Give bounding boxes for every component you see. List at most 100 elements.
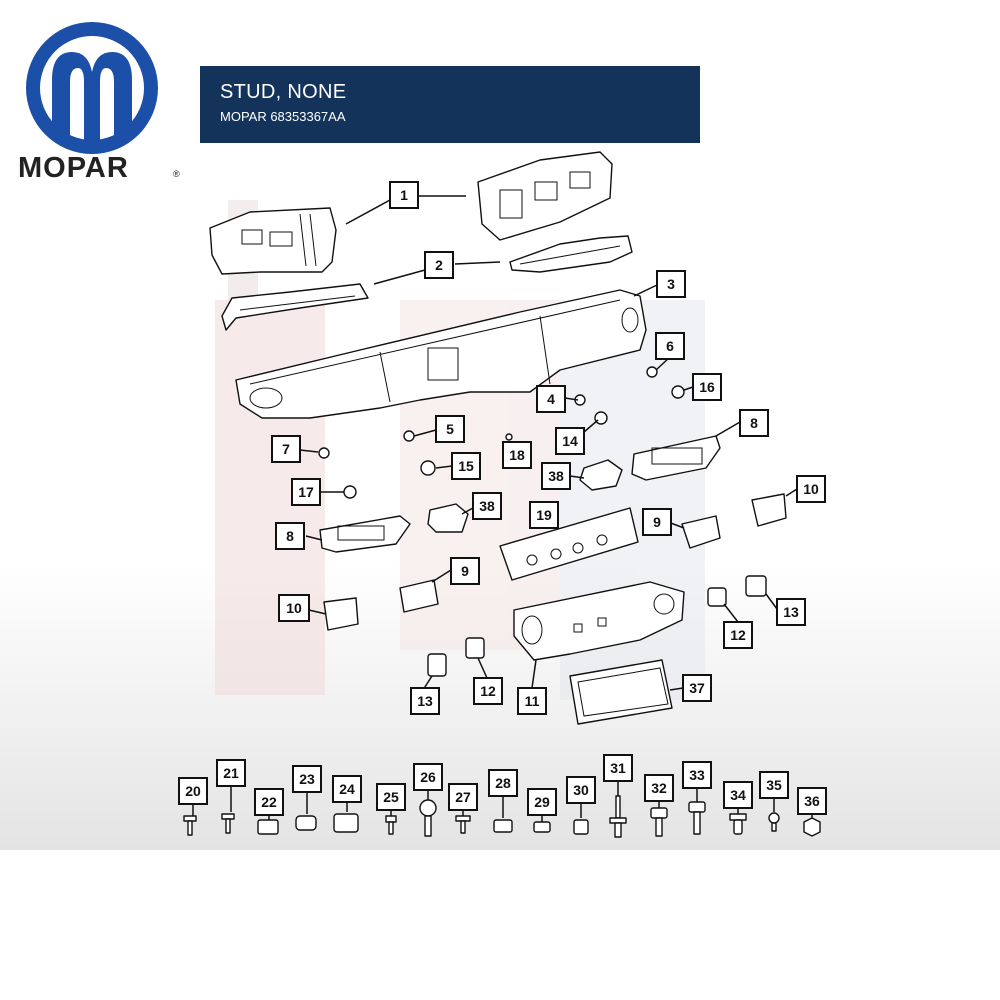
fastener-36: 36	[797, 787, 827, 837]
callout-38-lower: 38	[472, 492, 502, 520]
svg-text:19: 19	[536, 507, 552, 523]
fastener-33: 33	[682, 761, 712, 835]
svg-text:25: 25	[383, 789, 399, 805]
svg-text:16: 16	[699, 379, 715, 395]
callout-16: 16	[692, 373, 722, 401]
callout-12-right: 12	[723, 621, 753, 649]
callout-6: 6	[655, 332, 685, 360]
part-reinforcement-right	[477, 151, 613, 241]
part-bracket-12-left	[465, 637, 485, 659]
part-header: STUD, NONE MOPAR 68353367AA	[200, 66, 700, 143]
callout-37: 37	[682, 674, 712, 702]
svg-text:6: 6	[666, 338, 674, 354]
fastener-26: 26	[413, 763, 443, 837]
fastener-32: 32	[644, 774, 674, 837]
part-lower-valance	[513, 581, 685, 661]
svg-text:29: 29	[534, 794, 550, 810]
svg-text:4: 4	[547, 391, 555, 407]
svg-text:5: 5	[446, 421, 454, 437]
callout-10-left: 10	[278, 594, 310, 622]
callout-9-left: 9	[450, 557, 480, 585]
fastener-30: 30	[566, 776, 596, 835]
svg-text:3: 3	[667, 276, 675, 292]
part-number: MOPAR 68353367AA	[220, 109, 346, 124]
callout-1: 1	[389, 181, 419, 209]
callout-8-upper: 8	[739, 409, 769, 437]
part-bracket-13-right	[745, 575, 767, 597]
svg-text:34: 34	[730, 787, 746, 803]
svg-text:28: 28	[495, 775, 511, 791]
svg-text:11: 11	[525, 693, 540, 709]
svg-text:30: 30	[573, 782, 589, 798]
svg-text:38: 38	[479, 498, 495, 514]
svg-text:27: 27	[455, 789, 471, 805]
fastener-27: 27	[448, 783, 478, 834]
callout-7: 7	[271, 435, 301, 463]
svg-text:14: 14	[562, 433, 578, 449]
svg-text:35: 35	[766, 777, 782, 793]
svg-text:15: 15	[458, 458, 474, 474]
part-bracket-13-left	[427, 653, 447, 677]
svg-text:®: ®	[173, 169, 180, 179]
callout-5: 5	[435, 415, 465, 443]
mopar-logo: MOPAR ®	[10, 22, 190, 184]
part-sensor-cover-lower	[427, 503, 469, 533]
part-housing-left-10	[323, 597, 359, 631]
fastener-34: 34	[723, 781, 753, 835]
svg-text:9: 9	[461, 563, 469, 579]
svg-text:37: 37	[689, 680, 705, 696]
fastener-22: 22	[254, 788, 284, 835]
part-step-pad-right	[509, 235, 633, 273]
callout-14: 14	[555, 427, 585, 455]
fastener-28: 28	[488, 769, 518, 833]
svg-text:36: 36	[804, 793, 820, 809]
svg-text:26: 26	[420, 769, 436, 785]
svg-text:38: 38	[548, 468, 564, 484]
svg-text:12: 12	[480, 683, 496, 699]
svg-text:13: 13	[783, 604, 799, 620]
callout-2: 2	[424, 251, 454, 279]
callout-18: 18	[502, 441, 532, 469]
callout-8-lower: 8	[275, 522, 305, 550]
fastener-24: 24	[332, 775, 362, 833]
fastener-23: 23	[292, 765, 322, 831]
svg-text:10: 10	[803, 481, 819, 497]
svg-text:24: 24	[339, 781, 355, 797]
callout-9-right: 9	[642, 508, 672, 536]
svg-text:9: 9	[653, 514, 661, 530]
part-housing-left-9	[399, 579, 439, 613]
fastener-29: 29	[527, 788, 557, 833]
svg-text:23: 23	[299, 771, 315, 787]
callout-17: 17	[291, 478, 321, 506]
svg-text:31: 31	[610, 760, 626, 776]
fastener-25: 25	[376, 783, 406, 835]
svg-text:18: 18	[509, 447, 525, 463]
callout-19: 19	[529, 501, 559, 529]
part-license-plate	[569, 659, 673, 725]
callout-10-right: 10	[796, 475, 826, 503]
part-step-pad-left	[221, 283, 369, 331]
svg-text:1: 1	[400, 187, 408, 203]
callout-12-left: 12	[473, 677, 503, 705]
part-title: STUD, NONE	[220, 81, 347, 103]
callout-15: 15	[451, 452, 481, 480]
svg-text:22: 22	[261, 794, 277, 810]
leader-lines	[299, 195, 798, 691]
fastener-31: 31	[603, 754, 633, 838]
svg-text:MOPAR: MOPAR	[18, 152, 129, 182]
part-housing-right-9	[681, 515, 721, 549]
page-bottom-margin	[0, 850, 1000, 1000]
svg-text:13: 13	[417, 693, 433, 709]
svg-text:21: 21	[223, 765, 239, 781]
part-rear-bumper	[235, 289, 647, 419]
svg-text:20: 20	[185, 783, 201, 799]
callout-11: 11	[517, 687, 547, 715]
mopar-m-emblem: MOPAR ®	[18, 22, 180, 184]
svg-text:17: 17	[298, 484, 314, 500]
fastener-row: 20 21 22 23 24 25 26 27 28 29 30 31 32 3…	[178, 754, 827, 838]
fastener-20: 20	[178, 777, 208, 836]
callout-3: 3	[656, 270, 686, 298]
svg-text:10: 10	[286, 600, 302, 616]
svg-text:32: 32	[651, 780, 667, 796]
